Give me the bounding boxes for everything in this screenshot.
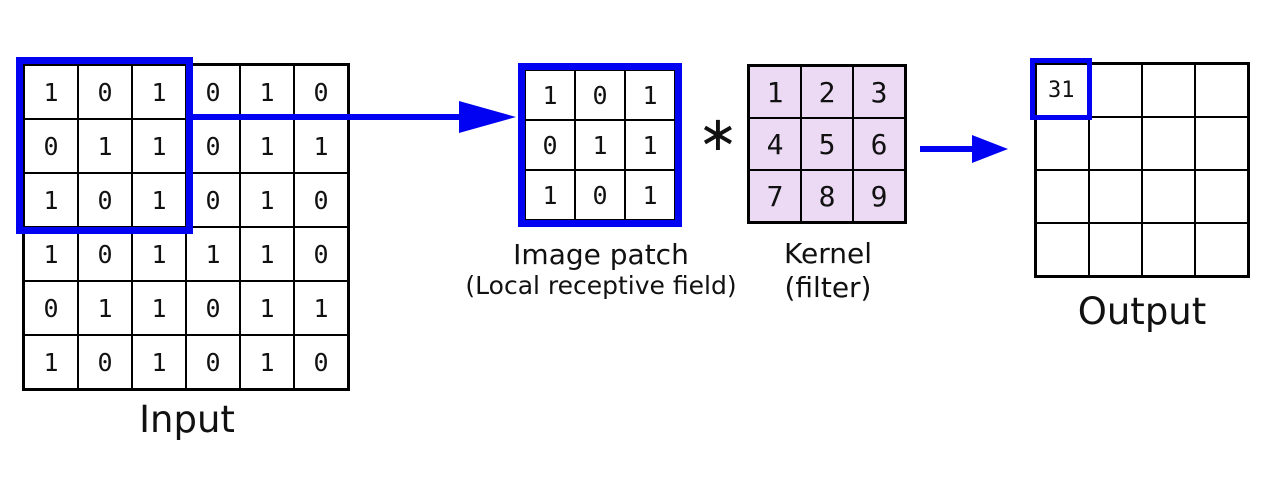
grid-cell: 1 [132, 227, 186, 281]
grid-cell: 1 [132, 173, 186, 227]
grid-cell: 1 [525, 170, 575, 220]
grid-cell [1142, 64, 1195, 117]
grid-cell: 7 [749, 170, 801, 222]
grid-cell: 0 [78, 335, 132, 389]
arrow-right-icon [920, 135, 1008, 163]
grid-cell: 1 [240, 227, 294, 281]
grid-cell: 0 [78, 65, 132, 119]
grid-cell [1036, 223, 1089, 276]
grid-cell: 1 [575, 120, 625, 170]
grid-cell: 2 [801, 66, 853, 118]
grid-cell: 1 [525, 70, 575, 120]
grid-cell: 1 [132, 281, 186, 335]
grid-cell: 1 [132, 65, 186, 119]
grid-cell: 1 [625, 120, 675, 170]
grid-cell: 1 [24, 173, 78, 227]
grid-cell [1036, 170, 1089, 223]
grid-cell: 0 [294, 335, 348, 389]
grid-cell: 0 [186, 173, 240, 227]
grid-cell: 4 [749, 118, 801, 170]
grid-cell: 9 [853, 170, 905, 222]
grid-cell: 0 [78, 173, 132, 227]
grid-cell: 1 [749, 66, 801, 118]
grid-cell [1195, 64, 1248, 117]
kernel-sublabel: (filter) [784, 271, 872, 304]
grid-cell: 1 [240, 335, 294, 389]
grid-cell: 31 [1036, 64, 1089, 117]
grid-cell [1036, 117, 1089, 170]
grid-cell: 1 [132, 335, 186, 389]
grid-cell: 1 [294, 281, 348, 335]
grid-cell: 1 [240, 281, 294, 335]
grid-cell: 1 [186, 227, 240, 281]
grid-cell: 1 [240, 119, 294, 173]
grid-cell: 1 [240, 173, 294, 227]
grid-cell: 0 [186, 281, 240, 335]
grid-cell: 0 [186, 335, 240, 389]
image-patch-sublabel: (Local receptive field) [465, 271, 737, 300]
grid-cell: 1 [24, 227, 78, 281]
kernel-label: Kernel [784, 237, 872, 270]
grid-cell: 0 [24, 119, 78, 173]
grid-cell: 1 [24, 65, 78, 119]
grid-cell [1142, 223, 1195, 276]
grid-cell: 5 [801, 118, 853, 170]
grid-cell: 0 [575, 170, 625, 220]
grid-cell: 0 [24, 281, 78, 335]
grid-cell: 0 [294, 65, 348, 119]
grid-cell [1089, 170, 1142, 223]
grid-cell [1195, 223, 1248, 276]
grid-cell: 0 [78, 227, 132, 281]
convolution-operator: ∗ [697, 106, 739, 162]
grid-cell: 1 [294, 119, 348, 173]
grid-cell: 8 [801, 170, 853, 222]
grid-cell: 1 [132, 119, 186, 173]
input-label: Input [139, 398, 235, 441]
grid-cell [1142, 117, 1195, 170]
grid-cell: 1 [78, 119, 132, 173]
grid-cell [1195, 117, 1248, 170]
grid-cell: 0 [575, 70, 625, 120]
grid-cell [1089, 223, 1142, 276]
grid-cell: 0 [294, 227, 348, 281]
output-grid: 31 [1034, 62, 1250, 278]
grid-cell: 1 [240, 65, 294, 119]
grid-cell: 1 [625, 70, 675, 120]
output-label: Output [1077, 290, 1207, 333]
grid-cell: 0 [294, 173, 348, 227]
grid-cell: 1 [78, 281, 132, 335]
grid-cell: 0 [186, 65, 240, 119]
grid-cell [1142, 170, 1195, 223]
image-patch-label: Image patch [513, 238, 689, 271]
grid-cell: 1 [625, 170, 675, 220]
grid-cell: 1 [24, 335, 78, 389]
grid-cell [1089, 64, 1142, 117]
grid-cell: 0 [525, 120, 575, 170]
grid-cell: 3 [853, 66, 905, 118]
grid-cell [1195, 170, 1248, 223]
grid-cell: 0 [186, 119, 240, 173]
grid-cell: 6 [853, 118, 905, 170]
grid-cell [1089, 117, 1142, 170]
